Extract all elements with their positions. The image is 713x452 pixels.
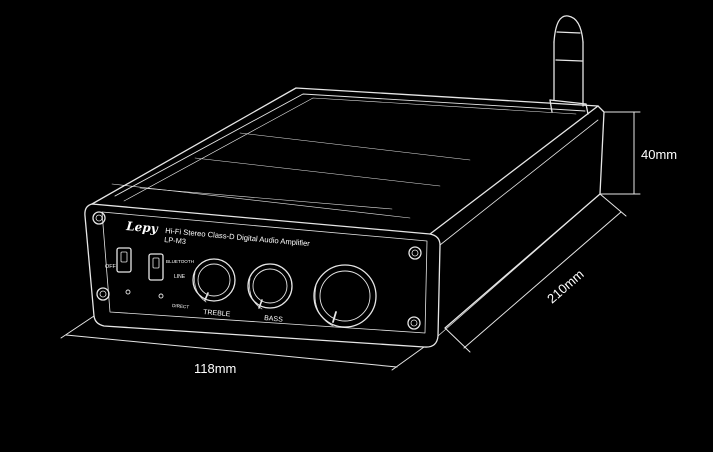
panel-screw-top-right (408, 246, 422, 260)
product-line-text: Hi-Fi Stereo Class-D Digital Audio Ampli… (165, 226, 311, 248)
width-dimension-label: 118mm (194, 361, 236, 376)
bluetooth-antenna (549, 15, 589, 115)
treble-label: TREBLE (203, 309, 231, 318)
width-dimension-lines (60, 315, 425, 371)
model-text: LP-M3 (164, 235, 187, 246)
input-selector-switch[interactable] (148, 253, 164, 299)
input-label-line: LINE (174, 274, 186, 280)
bass-knob[interactable] (247, 263, 293, 310)
volume-knob[interactable] (313, 264, 377, 328)
treble-knob[interactable] (192, 258, 236, 303)
power-off-label: OFF (105, 264, 116, 270)
input-label-direct: DIRECT (172, 303, 190, 309)
panel-screw-bottom-left (96, 287, 110, 301)
height-dimension-lines (599, 111, 641, 195)
power-switch[interactable] (116, 247, 132, 295)
height-dimension-label: 40mm (641, 147, 677, 162)
input-label-bluetooth: BLUETOOTH (166, 259, 194, 264)
panel-screw-bottom-right (407, 316, 421, 330)
panel-screw-top-left (92, 211, 106, 225)
amplifier-chassis (84, 87, 605, 348)
brand-logo: Lepy (125, 219, 160, 236)
bass-label: BASS (264, 315, 284, 324)
depth-dimension-lines (444, 193, 627, 353)
